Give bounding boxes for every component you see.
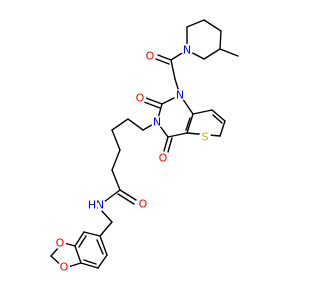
atom-label-n3-ring: N: [153, 116, 161, 129]
atom-label-o-c4: O: [159, 152, 168, 165]
atom-background: [199, 131, 211, 143]
atom-background: [86, 199, 98, 211]
atom-background: [174, 89, 186, 101]
atom-label-h-amide: H: [88, 199, 96, 212]
atom-label-n-amide: N: [96, 199, 104, 212]
atom-label-o-diox-upper: O: [56, 237, 65, 250]
atom-label-n-piperidine: N: [183, 44, 191, 57]
atom-background: [134, 92, 146, 104]
atom-label-n1-ring: N: [176, 89, 184, 102]
atom-background: [144, 50, 156, 62]
atom-label-o-diox-lower: O: [60, 261, 69, 274]
atom-label-o-c2: O: [136, 92, 145, 105]
atom-background: [58, 261, 70, 273]
atom-label-s-thiophene: S: [202, 131, 209, 144]
atom-background: [151, 116, 163, 128]
atom-background: [181, 44, 193, 56]
atom-background: [137, 198, 149, 210]
atom-background: [157, 152, 169, 164]
atom-label-o-amide: O: [139, 198, 148, 211]
atom-label-o-pip-carbonyl: O: [146, 50, 155, 63]
atom-background: [54, 237, 66, 249]
